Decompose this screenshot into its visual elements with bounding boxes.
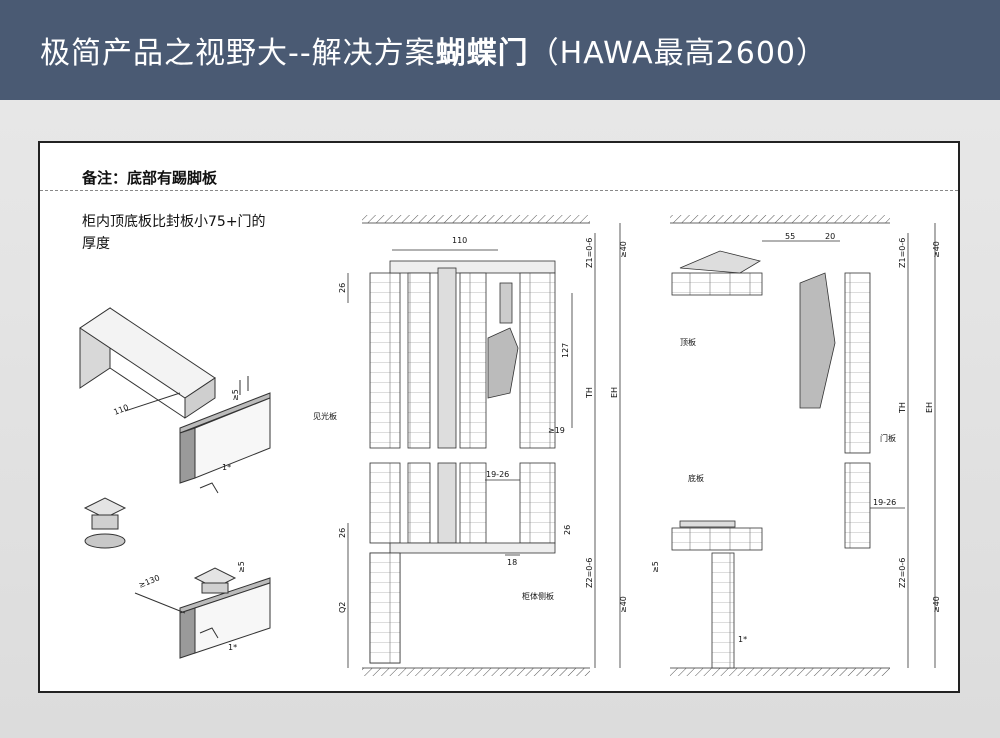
description-line-1: 柜内顶底板比封板小75+门的 xyxy=(82,214,266,230)
note-divider xyxy=(40,190,958,191)
section-b-dim-40-top: ≥40 xyxy=(932,241,941,258)
foot-dim-130: ≥130 xyxy=(137,573,161,590)
description-text: 柜内顶底板比封板小75+门的 厚度 xyxy=(82,211,322,255)
section-a-dim-127: 127 xyxy=(561,343,570,358)
foot-dim-5: ≥5 xyxy=(237,561,246,573)
label-top-panel: 顶板 xyxy=(680,337,696,347)
drawing-sheet: 备注：底部有踢脚板 柜内顶底板比封板小75+门的 厚度 xyxy=(38,141,960,693)
section-a-dim-z1: Z1=0-6 xyxy=(585,238,594,268)
section-a-dim-26-bottom-left: 26 xyxy=(338,528,347,538)
section-b-dim-40-bottom: ≥40 xyxy=(932,596,941,613)
section-b-dim-z2: Z2=0-6 xyxy=(898,558,907,588)
section-a-dim-eh: EH xyxy=(610,387,619,398)
section-b-dim-20: 20 xyxy=(825,232,835,241)
page-title: 极简产品之视野大--解决方案蝴蝶门（HAWA最高2600） xyxy=(40,36,827,71)
section-a-dim-19-26: 19-26 xyxy=(486,470,509,479)
section-a-dim-26-bottom-right: 26 xyxy=(563,525,572,535)
label-bottom-panel: 底板 xyxy=(688,473,704,483)
section-b-dim-eh: EH xyxy=(925,402,934,413)
panel-iso-sketch xyxy=(79,307,271,494)
section-b-drawing xyxy=(670,215,936,676)
section-b-dim-55: 55 xyxy=(785,232,795,241)
section-a-dim-40-bottom: ≥40 xyxy=(619,596,628,613)
note-label: 备注：底部有踢脚板 xyxy=(82,169,218,187)
section-b-dim-5: ≥5 xyxy=(651,561,660,573)
header-bar: 极简产品之视野大--解决方案蝴蝶门（HAWA最高2600） xyxy=(0,0,1000,100)
technical-drawing: 110 ≥5 1* ≥130 ≥5 1* xyxy=(79,215,941,676)
section-a-dim-q2: Q2 xyxy=(338,602,347,613)
sketch-mark-1: 1* xyxy=(222,463,231,472)
section-a-dim-110: 110 xyxy=(452,236,467,245)
section-a-dim-z2: Z2=0-6 xyxy=(585,558,594,588)
section-b-dim-th: TH xyxy=(898,402,907,414)
label-cabinet-side: 柜体侧板 xyxy=(522,591,554,601)
foot-iso-sketch xyxy=(83,497,271,659)
section-a-dim-th: TH xyxy=(585,387,594,399)
sketch-dim-110: 110 xyxy=(112,403,130,417)
section-b-mark-1: 1* xyxy=(738,635,747,644)
section-a-dim-40-top: ≥40 xyxy=(619,241,628,258)
label-door-panel: 门板 xyxy=(880,433,896,443)
foot-mark-1: 1* xyxy=(228,643,237,652)
section-a-drawing xyxy=(347,215,621,676)
sketch-dim-5: ≥5 xyxy=(231,389,240,401)
section-b-dim-z1: Z1=0-6 xyxy=(898,238,907,268)
label-visible-panel: 见光板 xyxy=(313,411,337,421)
section-b-dim-19-26: 19-26 xyxy=(873,498,896,507)
section-a-dim-18: 18 xyxy=(507,558,517,567)
section-a-dim-19: ≥19 xyxy=(548,426,565,435)
section-a-dim-26-top: 26 xyxy=(338,283,347,293)
description-line-2: 厚度 xyxy=(82,236,110,252)
